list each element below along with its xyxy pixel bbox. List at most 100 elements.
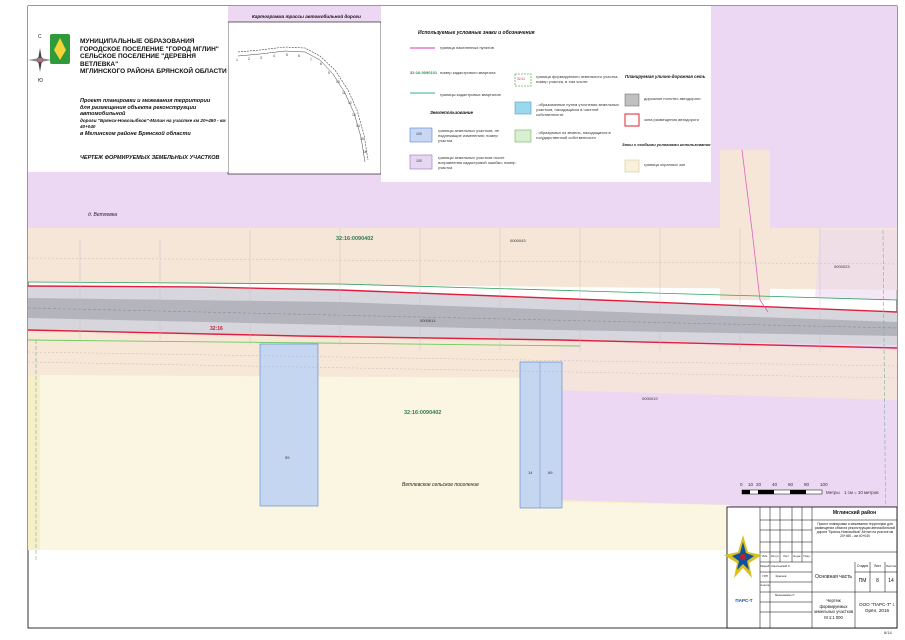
scale-tick-label: 60 <box>788 482 794 487</box>
inset-route-2 <box>237 50 366 163</box>
legend-panel <box>381 6 711 182</box>
compass-rose <box>28 48 52 72</box>
inset-sheet-number: 3 <box>260 56 262 60</box>
stamp-drawing: Чертеж формируемых земельных участков М … <box>813 598 854 620</box>
municipality-line-1: МУНИЦИПАЛЬНЫЕ ОБРАЗОВАНИЯ <box>80 38 195 45</box>
right-parcel-label: 0000019 <box>642 396 658 401</box>
municipality-line-2: ГОРОДСКОЕ ПОСЕЛЕНИЕ "ГОРОД МГЛИН" <box>80 45 219 53</box>
inset-route <box>237 46 369 161</box>
right-code-top-label: 0000023 <box>834 264 850 269</box>
scale-tick-label: 40 <box>772 482 778 487</box>
inset-sheet-number: 16 <box>363 150 367 154</box>
vertical-green-right <box>882 229 887 561</box>
company-logo <box>724 535 762 578</box>
stamp-sheets: 14 <box>888 578 894 584</box>
municipality-block: МУНИЦИПАЛЬНЫЕ ОБРАЗОВАНИЯ ГОРОДСКОЕ ПОСЕ… <box>80 38 230 76</box>
legend-swatch-road <box>624 93 640 107</box>
stamp-role-1: Разраб. <box>760 564 771 568</box>
inset-sheet-number: 13 <box>352 113 356 117</box>
inset-sheet-number: 2 <box>248 57 250 61</box>
parcel-69-label: 69 <box>548 470 553 475</box>
stamp-role-3: Н.контр. <box>760 584 770 587</box>
parcel-14-label: 14 <box>528 470 533 475</box>
road-red-line-bottom <box>27 329 898 349</box>
sheet-code: 8/14 <box>884 630 892 635</box>
compass-north-label: С <box>38 34 42 40</box>
inset-sheet-number: 1 <box>236 58 238 62</box>
inset-sheet-number: 14 <box>356 124 360 128</box>
legend-quarter-label: номер кадастрового квартала <box>440 70 496 75</box>
project-block: Проект планировки и межевания территории… <box>80 98 228 137</box>
parcel-59 <box>259 343 319 507</box>
stamp-column-header: Лист <box>783 555 789 558</box>
parcel-right <box>815 230 897 300</box>
legend-unchanged-code: 100 <box>416 132 422 136</box>
quarter-label-bottom: 32:16:0090402 <box>404 410 442 416</box>
road-center-label: 0000614 <box>420 318 436 323</box>
municipality-line-4: МГЛИНСКОГО РАЙОНА БРЯНСКОЙ ОБЛАСТИ <box>80 68 227 75</box>
stamp-part: Основная часть <box>814 574 852 580</box>
stamp-project-desc: Проект планировки и межевания территории… <box>814 522 896 538</box>
stamp-company: ООО "ПАРС-Т" г. Орёл, 2016 <box>859 602 895 613</box>
scale-tick-label: 0 <box>740 482 743 487</box>
scale-tick-label: 80 <box>804 482 810 487</box>
stamp-person-1: Смоленский С. <box>771 564 791 568</box>
legend-section-land: Землепользование <box>430 110 474 115</box>
project-line-4: в Мглинском районе Брянской области <box>80 130 191 137</box>
legend-section-road: Планируемая улично-дорожная сеть <box>625 74 706 79</box>
inset-sheet-number: 15 <box>360 137 364 141</box>
legend-quarter-code: 32:16:0090101 <box>410 70 438 75</box>
stamp-stage-header: Стадия <box>856 564 869 568</box>
legend-swatch-new <box>514 73 532 87</box>
stamp-column-header: № док. <box>792 555 802 558</box>
legend-new-code: 32:11 <box>517 77 526 81</box>
inset-sheet-number: 5 <box>286 53 288 57</box>
project-line-1: Проект планировки и межевания территории <box>80 98 211 104</box>
inset-sheet-number: 4 <box>273 54 275 58</box>
header-panel <box>28 6 228 172</box>
parcel-59-label: 59 <box>285 455 290 460</box>
municipality-line-3: СЕЛЬСКОЕ ПОСЕЛЕНИЕ "ДЕРЕВНЯ ВЕТЛЕВКА" <box>80 53 196 68</box>
inset-title: Картограмма трассы автомобильной дороги <box>252 14 361 19</box>
inset-sheet-number: 7 <box>310 58 312 62</box>
project-line-2: для размещения объекта реконструкции авт… <box>80 104 197 118</box>
scale-bar <box>741 489 823 495</box>
legend-quarter-bound-label: границы кадастровых кварталов <box>440 92 501 97</box>
stamp-person-2: Краснов <box>775 574 787 578</box>
scale-units: Метры <box>826 490 840 495</box>
farmland-label: Ветлевское сельское поселение <box>402 482 479 488</box>
drawing-title: ЧЕРТЕЖ ФОРМИРУЕМЫХ ЗЕМЕЛЬНЫХ УЧАСТКОВ <box>80 155 220 161</box>
village-label: д. Ветлевка <box>88 212 118 218</box>
project-line-3: дороги "Брянск-Новозыбков"-Мглин на учас… <box>80 117 226 130</box>
legend-roadzone-label: зона размещения автодороги <box>644 117 699 122</box>
stamp-stage: ПМ <box>858 578 867 584</box>
zone-peach-upper <box>28 228 897 290</box>
village-boundary-right <box>741 149 769 313</box>
inset-sheet-number: 11 <box>342 91 346 95</box>
stamp-column-header: Изм. <box>762 555 768 558</box>
inset-sheet-number: 8 <box>320 62 322 66</box>
inset-sheet-number: 10 <box>336 80 340 84</box>
road-surface <box>28 298 897 336</box>
legend-guard-label: граница охранных зон <box>644 162 686 167</box>
stamp-logo-text: ПАРС-Т <box>735 598 753 603</box>
stamp-grid <box>759 507 897 628</box>
legend-corrected-code: 100 <box>416 159 422 163</box>
top-field-label: 0000043 <box>510 238 526 243</box>
inset-sheet-number: 12 <box>348 101 352 105</box>
legend-swatch-corrected <box>409 154 433 170</box>
stamp-sheet-header: Лист <box>873 564 882 568</box>
coat-of-arms-emblem <box>54 38 66 60</box>
zone-dash-lines <box>27 257 898 379</box>
parcel-14 <box>519 361 563 509</box>
inset-sheet-number: 9 <box>328 71 330 75</box>
stamp-column-header: Подп. <box>803 555 811 558</box>
quarter-label-top: 32:16:0090402 <box>336 236 374 242</box>
legend-private-label: - образованные путем уточнения земельных… <box>536 102 619 117</box>
legend-section-zone: Зоны с особыми условиями использования <box>622 142 711 147</box>
stamp-district: Мглинский район <box>832 510 877 516</box>
scale-ratio: 1 см = 10 метров <box>844 490 879 495</box>
inset-sheet-number: 6 <box>298 54 300 58</box>
stamp-person-3: Мельникова Н.Г. <box>775 594 795 597</box>
